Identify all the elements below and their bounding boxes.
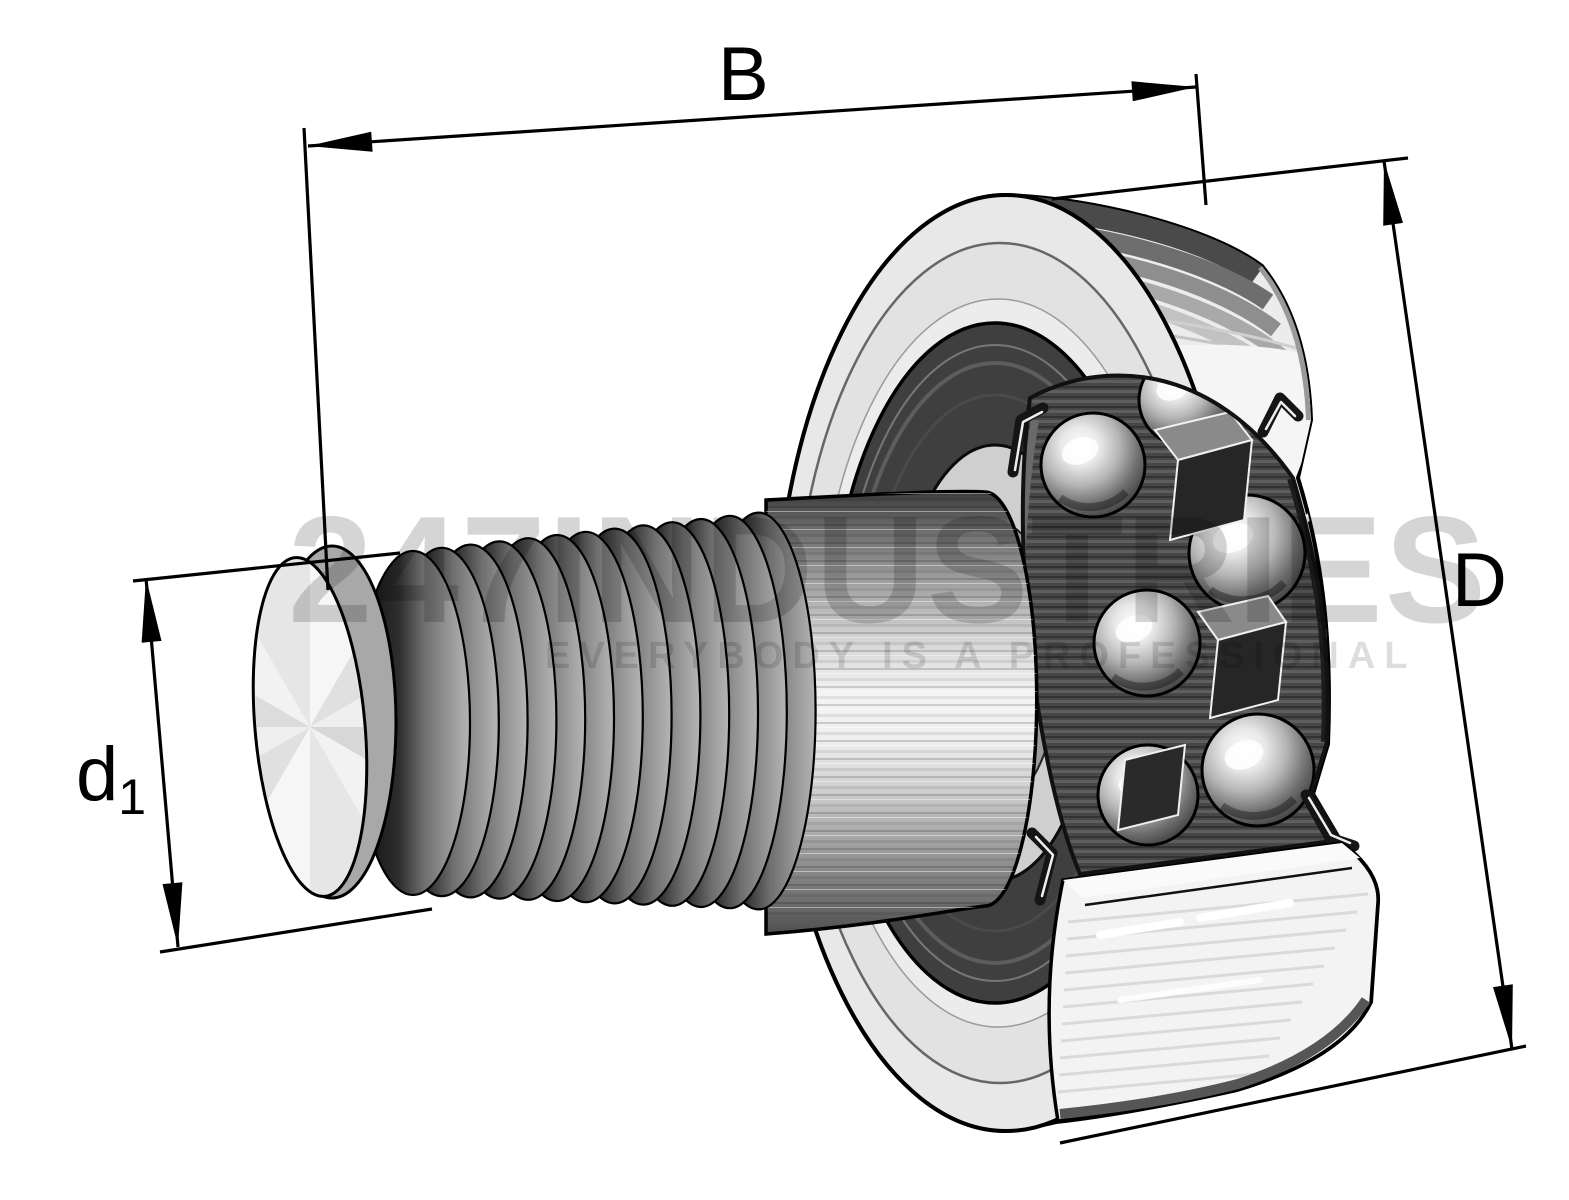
threaded-stud <box>242 489 1039 936</box>
ball <box>1039 411 1147 519</box>
extension-line <box>1051 156 1409 201</box>
cage-pocket-front-face <box>1116 743 1187 832</box>
arrowhead-bottom <box>1493 984 1513 1049</box>
dimension-B <box>302 73 1208 591</box>
ball <box>1092 588 1202 698</box>
arrowhead-bottom <box>162 882 183 947</box>
extension-line <box>302 127 330 591</box>
dimension-d1-label: d1 <box>76 732 146 825</box>
extension-line <box>1059 1044 1527 1145</box>
watermark-brand: 247INDUSTRIES <box>288 485 1488 655</box>
watermark-tagline: EVERYBODY IS A PROFESSIONAL <box>545 635 1417 677</box>
extension-line <box>1194 73 1208 206</box>
arrowhead-right <box>1131 81 1196 102</box>
arrowhead-top <box>1383 161 1403 226</box>
extension-line <box>132 551 401 583</box>
outer-ring-section-face <box>1047 841 1380 1123</box>
arrowhead-top <box>141 578 162 643</box>
extension-line <box>159 907 433 954</box>
dimension-D-label: D <box>1452 538 1507 623</box>
section-chamfer <box>1063 843 1360 898</box>
seal-cross-sections <box>1007 392 1360 906</box>
bearing-cage <box>1116 410 1288 832</box>
dimension-B-label: B <box>718 32 769 117</box>
dimension-D <box>1051 156 1527 1145</box>
stud-thread <box>354 511 817 911</box>
section-streaks <box>1057 892 1369 1094</box>
ball <box>1200 712 1316 828</box>
cage-pocket-front-face <box>1208 620 1288 720</box>
dimension-line <box>1382 160 1514 1050</box>
cage-pocket-front-face <box>1168 438 1254 542</box>
arrowhead-left <box>308 131 373 152</box>
section-lower-shadow <box>1059 997 1371 1119</box>
dimension-d1 <box>132 551 433 954</box>
dimension-line <box>307 85 1197 148</box>
section-highlights <box>1096 899 1294 1003</box>
